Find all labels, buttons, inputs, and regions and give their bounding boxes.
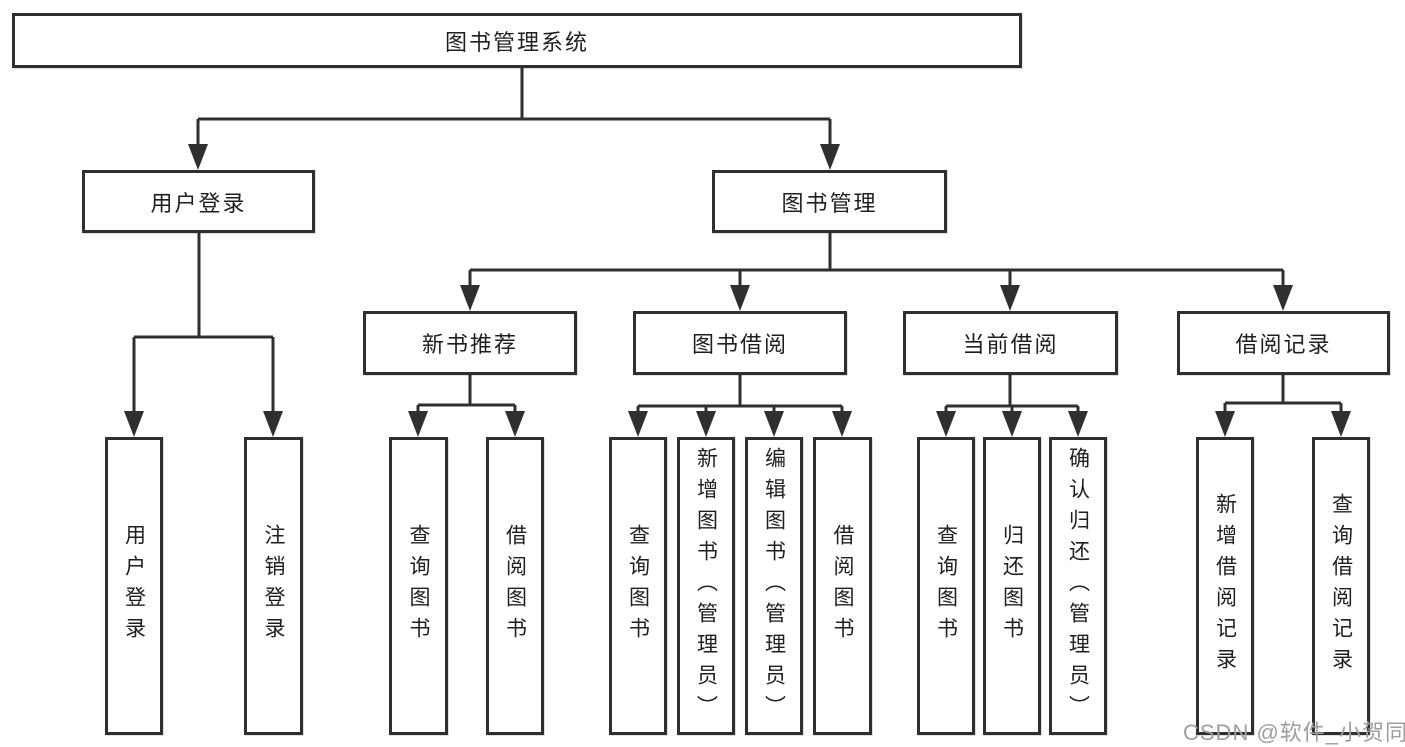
node-current-borrowing-label: 当前借阅 (962, 332, 1059, 357)
leaf-borrow-books-recommend-label: 借阅图书 (503, 524, 527, 648)
node-user-login: 用户登录 (82, 170, 315, 233)
leaf-query-books-current: 查询图书 (917, 437, 975, 735)
node-book-management: 图书管理 (712, 170, 947, 233)
node-borrowing-records-label: 借阅记录 (1235, 332, 1332, 357)
leaf-edit-books-admin-label: 编辑图书（管理员） (762, 446, 786, 726)
leaf-query-books-borrowing-label: 查询图书 (626, 524, 650, 648)
leaf-logout-label: 注销登录 (262, 524, 285, 648)
leaf-query-borrow-record-label: 查询借阅记录 (1329, 493, 1353, 679)
leaf-query-books-recommend-label: 查询图书 (407, 524, 430, 648)
leaf-query-books-recommend: 查询图书 (389, 437, 448, 735)
node-current-borrowing: 当前借阅 (903, 311, 1118, 375)
leaf-query-borrow-record: 查询借阅记录 (1312, 437, 1370, 735)
leaf-query-books-current-label: 查询图书 (934, 524, 958, 648)
leaf-confirm-return-admin: 确认归还（管理员） (1049, 437, 1107, 735)
node-book-borrowing-label: 图书借阅 (691, 332, 788, 357)
connector-paths (132, 68, 1343, 418)
leaf-return-books-label: 归还图书 (1000, 524, 1024, 648)
leaf-user-login-label: 用户登录 (122, 524, 146, 648)
arrowheads (124, 144, 1351, 437)
node-root-label: 图书管理系统 (444, 29, 589, 55)
leaf-add-books-admin: 新增图书（管理员） (677, 437, 735, 735)
leaf-query-books-borrowing: 查询图书 (609, 437, 667, 735)
node-root-system: 图书管理系统 (12, 13, 1022, 68)
leaf-borrow-books-label: 借阅图书 (831, 524, 854, 648)
leaf-borrow-books-recommend: 借阅图书 (486, 437, 544, 735)
leaf-confirm-return-admin-label: 确认归还（管理员） (1066, 446, 1090, 726)
node-new-book-recommend: 新书推荐 (363, 311, 577, 375)
node-borrowing-records: 借阅记录 (1177, 311, 1390, 375)
leaf-logout: 注销登录 (244, 437, 303, 735)
leaf-edit-books-admin: 编辑图书（管理员） (745, 437, 803, 735)
leaf-user-login: 用户登录 (105, 437, 163, 735)
node-user-login-label: 用户登录 (150, 190, 247, 216)
node-book-borrowing: 图书借阅 (633, 311, 847, 375)
node-new-book-recommend-label: 新书推荐 (421, 332, 518, 357)
leaf-add-borrow-record: 新增借阅记录 (1196, 437, 1254, 735)
node-book-management-label: 图书管理 (781, 190, 878, 216)
leaf-return-books: 归还图书 (983, 437, 1041, 735)
leaf-add-borrow-record-label: 新增借阅记录 (1213, 493, 1237, 679)
leaf-add-books-admin-label: 新增图书（管理员） (694, 446, 718, 726)
leaf-borrow-books: 借阅图书 (813, 437, 872, 735)
csdn-watermark: CSDN @软件_小贺同学 (1183, 720, 1405, 745)
